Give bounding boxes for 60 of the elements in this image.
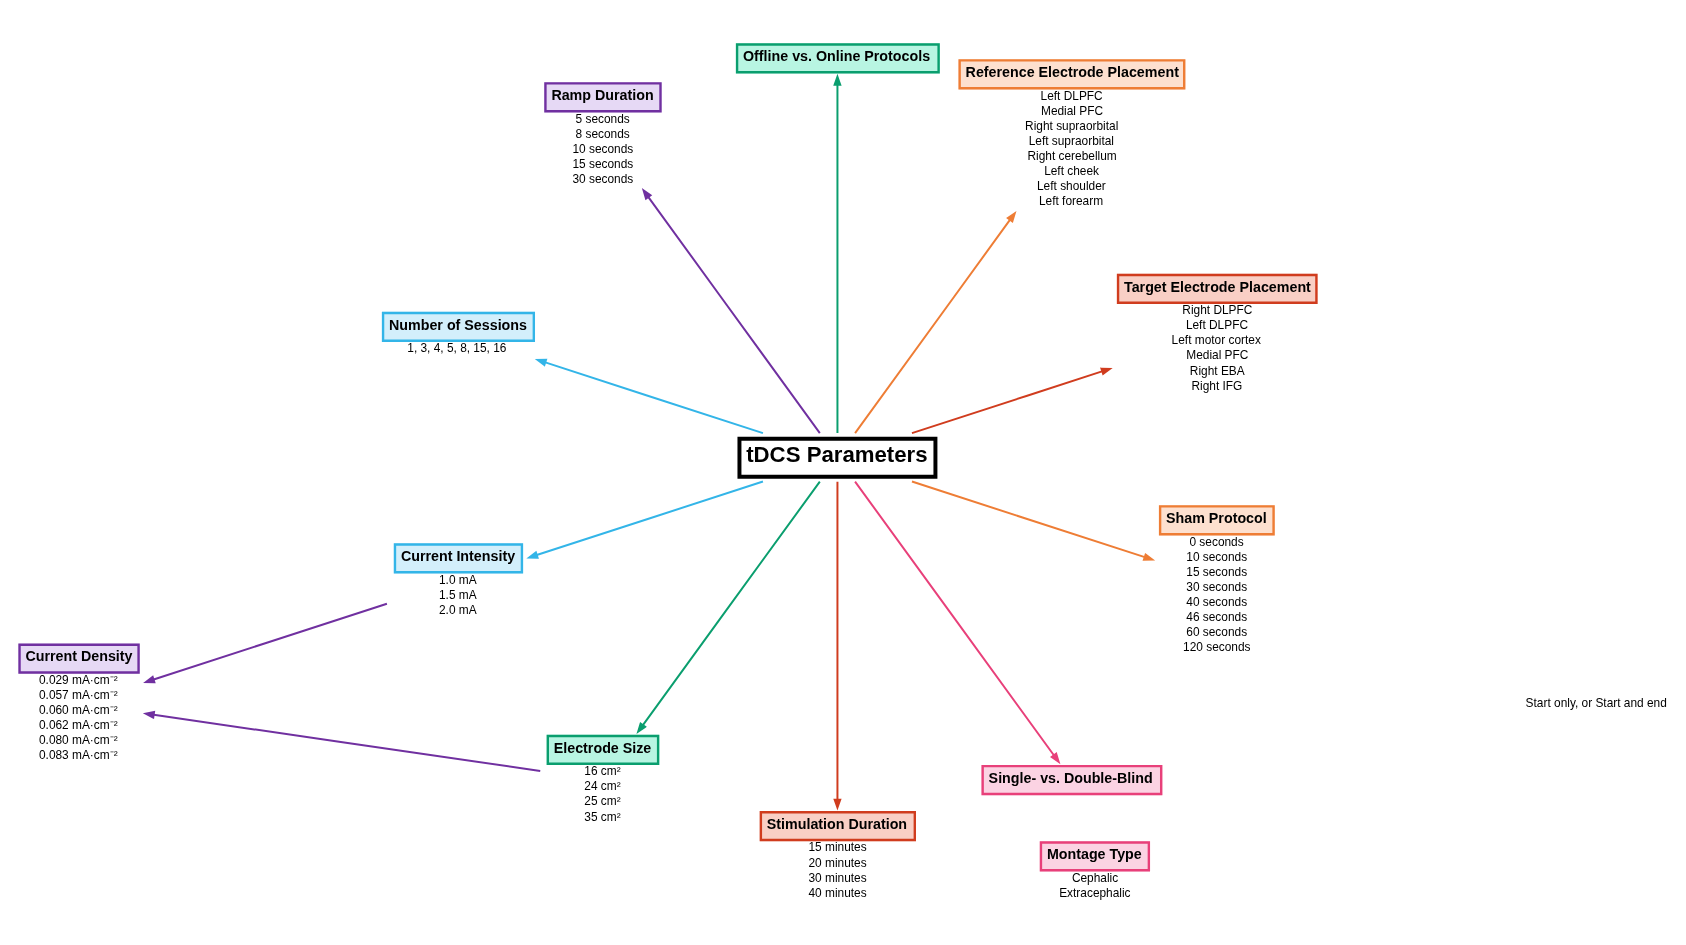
node-label: 15 minutes	[808, 840, 867, 855]
arrow	[526, 480, 764, 559]
arrow	[833, 73, 842, 434]
arrow	[854, 210, 1017, 435]
node-label: 16 cm²	[584, 764, 621, 779]
node-label: 0.083 mA·cm⁻²	[38, 748, 118, 763]
node-label: 0.029 mA·cm⁻²	[38, 673, 118, 688]
node-label: 0.060 mA·cm⁻²	[38, 703, 118, 718]
node-label: 30 seconds	[1186, 579, 1248, 594]
node-label: Right supraorbital	[1025, 118, 1119, 133]
arrow	[854, 480, 1061, 765]
node-label: 0.080 mA·cm⁻²	[38, 733, 118, 748]
node-label: 30 seconds	[572, 172, 634, 187]
arrow	[641, 188, 821, 435]
node-label: Extracephalic	[1059, 885, 1131, 900]
node-label: 0 seconds	[1189, 534, 1244, 549]
node-label: Left shoulder	[1037, 179, 1106, 194]
node-label: 0.057 mA·cm⁻²	[38, 688, 118, 703]
arrow	[636, 480, 821, 735]
node-label: 1, 3, 4, 5, 8, 15, 16	[407, 341, 507, 356]
arrow	[142, 710, 542, 772]
node-label: 1.0 mA	[439, 572, 477, 587]
node-label: 10 seconds	[572, 141, 634, 156]
arrow	[143, 602, 388, 684]
node-label: 20 minutes	[808, 855, 867, 870]
node-label: 24 cm²	[584, 779, 621, 794]
node-label: 5 seconds	[575, 111, 630, 126]
node-label: Medial PFC	[1040, 103, 1104, 118]
node-label: Right cerebellum	[1027, 149, 1117, 163]
node-label: Left motor cortex	[1171, 333, 1261, 348]
node-label: 40 minutes	[808, 885, 867, 900]
node-label: 2.0 mA	[439, 602, 477, 617]
node-label: Right DLPFC	[1182, 303, 1253, 318]
node-label: Left supraorbital	[1028, 133, 1114, 148]
node-label: Right EBA	[1189, 363, 1245, 378]
arrow	[910, 480, 1156, 561]
arrow	[833, 480, 842, 811]
node-label: 40 seconds	[1186, 595, 1248, 609]
label: Start only, or Start and end	[1525, 695, 1667, 710]
node-label: 0.062 mA·cm⁻²	[38, 718, 118, 733]
arrow	[534, 358, 764, 435]
arrow	[910, 367, 1113, 435]
node-label: 1.5 mA	[439, 587, 477, 602]
node-label: Left DLPFC	[1040, 88, 1103, 103]
node-label: Left forearm	[1038, 194, 1104, 209]
node-label: 120 seconds	[1183, 640, 1251, 655]
node-label: Left cheek	[1044, 164, 1100, 179]
node-label: Cephalic	[1071, 870, 1119, 885]
node-label: 10 seconds	[1186, 549, 1248, 564]
node-label: 35 cm²	[584, 809, 621, 824]
node-label: 46 seconds	[1186, 610, 1248, 625]
node-label: 60 seconds	[1186, 625, 1248, 640]
node-label: 25 cm²	[584, 794, 621, 809]
node-label: Left DLPFC	[1185, 318, 1249, 333]
node-label: Right IFG	[1191, 378, 1243, 393]
node-label: 15 seconds	[1186, 564, 1248, 579]
node-label: 30 minutes	[808, 870, 867, 885]
node-label: Medial PFC	[1186, 348, 1249, 363]
node-label: 8 seconds	[575, 126, 630, 141]
node-label: 15 seconds	[572, 156, 634, 171]
